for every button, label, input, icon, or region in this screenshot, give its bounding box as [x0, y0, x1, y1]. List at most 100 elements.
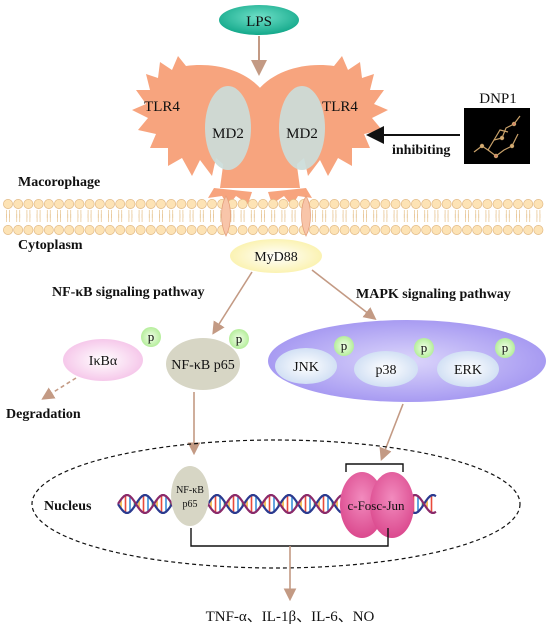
p38-phospho-label: p — [421, 340, 428, 355]
lipid-head — [441, 199, 452, 209]
lipid-head — [360, 225, 370, 235]
lipid-head — [125, 225, 136, 235]
lipid-head — [13, 225, 24, 235]
lipid-head — [329, 225, 340, 235]
lipid-head — [431, 199, 442, 209]
nfkb-pathway-title: NF-κB signaling pathway — [52, 285, 204, 300]
lipid-head — [145, 225, 156, 235]
lipid-head — [339, 199, 350, 209]
macrophage-label: Macorophage — [18, 175, 100, 190]
lipid-head — [13, 199, 24, 209]
erk-phospho-label: p — [502, 340, 509, 355]
dnp1-inhibitor: DNP1 inhibiting — [366, 91, 530, 164]
erk-phospho — [495, 338, 515, 358]
lipid-head — [523, 199, 534, 209]
lipid-head — [237, 199, 248, 209]
lipid-head — [247, 199, 258, 209]
lipid-head — [64, 225, 75, 235]
lipid-head — [186, 225, 197, 235]
tlr4-transmembrane-left — [221, 195, 231, 237]
p38-phospho — [414, 338, 434, 358]
mapk-pathway-title: MAPK signaling pathway — [356, 287, 511, 302]
nucleus-label: Nucleus — [44, 499, 92, 514]
lipid-head — [268, 199, 279, 209]
lipid-head — [23, 199, 34, 209]
p65-phospho-label: p — [236, 331, 243, 346]
lipid-head — [472, 225, 483, 235]
myd88-label: MyD88 — [254, 250, 298, 265]
lipid-head — [115, 225, 126, 235]
lipid-head — [309, 225, 319, 235]
lipid-head — [400, 225, 411, 235]
lps-label: LPS — [246, 14, 272, 30]
tlr4-md2-complex: MD2 MD2 TLR4 TLR4 — [132, 56, 388, 206]
ikba-label: IκBα — [89, 354, 118, 369]
lipid-head — [176, 225, 187, 235]
jnk-phospho — [334, 336, 354, 356]
lipid-head — [105, 199, 115, 209]
kinase-jnk-label: JNK — [293, 360, 319, 375]
lipid-head — [237, 225, 248, 235]
md2-left-label: MD2 — [212, 126, 244, 142]
tlr4-right-label: TLR4 — [322, 99, 358, 115]
lipid-head — [533, 199, 544, 209]
lipid-head — [23, 225, 34, 235]
lipid-head — [421, 225, 432, 235]
lipid-head — [33, 225, 44, 235]
lipid-head — [411, 225, 421, 235]
lipid-head — [319, 225, 330, 235]
ikba-phospho-label: p — [148, 329, 155, 344]
lipid-head — [288, 225, 299, 235]
myd88-to-mapk-arrow — [311, 269, 377, 320]
myd88-to-nfkb-arrow — [212, 271, 253, 335]
lipid-head — [135, 199, 146, 209]
lipid-head — [462, 199, 472, 209]
dnp1-label: DNP1 — [479, 91, 517, 107]
lipid-head — [43, 199, 54, 209]
degradation-label: Degradation — [6, 407, 81, 422]
ikba: IκBα p — [63, 327, 161, 381]
ap1-complex: c-Fosc-Jun — [340, 463, 414, 538]
nfkb-p65: NF-κB p65 p — [166, 329, 249, 390]
lipid-head — [196, 225, 207, 235]
lipid-head — [482, 199, 493, 209]
nucleus-p65-line1: NF-κB — [176, 485, 204, 496]
lipid-head — [349, 225, 360, 235]
degradation-arrow — [41, 377, 77, 400]
lipid-head — [166, 225, 177, 235]
kinase-p38-label: p38 — [376, 363, 397, 378]
lipid-head — [451, 225, 462, 235]
lipid-head — [105, 225, 115, 235]
lipid-head — [268, 225, 279, 235]
lipid-head — [156, 199, 166, 209]
lipid-head — [349, 199, 360, 209]
lipid-head — [94, 199, 105, 209]
lipid-head — [278, 199, 289, 209]
lipid-head — [492, 225, 503, 235]
lipid-head — [390, 199, 401, 209]
lipid-head — [421, 199, 432, 209]
lipid-head — [207, 199, 217, 209]
lipid-head — [84, 199, 95, 209]
lipid-head — [278, 225, 289, 235]
lipid-head — [462, 225, 472, 235]
lipid-head — [74, 225, 85, 235]
lipid-head — [319, 199, 330, 209]
lipid-head — [54, 199, 64, 209]
nucleus-envelope — [31, 439, 521, 569]
nucleus-p65: NF-κB p65 — [171, 466, 209, 526]
ikba-phospho — [141, 327, 161, 347]
lipid-head — [492, 199, 503, 209]
lipid-head — [329, 199, 340, 209]
lipid-head — [207, 225, 217, 235]
lipid-head — [145, 199, 156, 209]
lps-ligand: LPS — [219, 5, 299, 35]
kinase-erk-label: ERK — [454, 363, 482, 378]
lipid-head — [115, 199, 126, 209]
mapk-complex: JNK p p38 p ERK p — [268, 320, 546, 402]
lipid-head — [513, 199, 523, 209]
lipid-head — [533, 225, 544, 235]
lipid-head — [339, 225, 350, 235]
lipid-head — [156, 225, 166, 235]
